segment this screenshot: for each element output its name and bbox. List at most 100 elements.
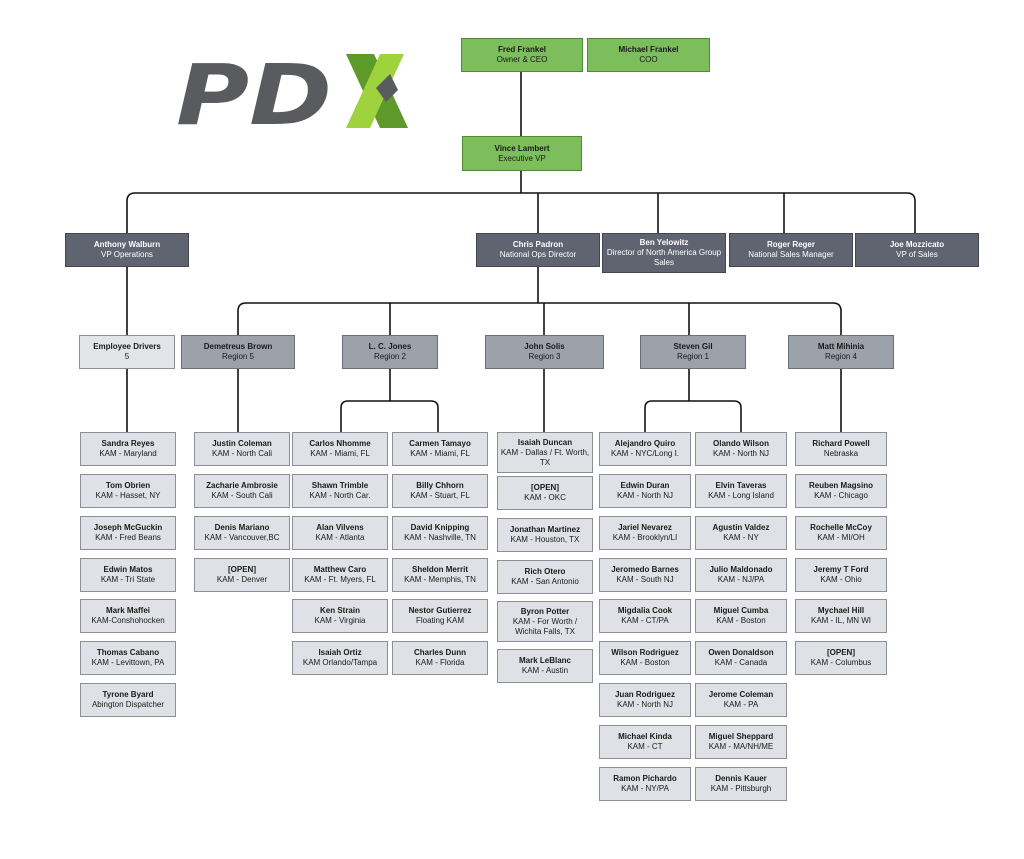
staff-name: Jeromedo Barnes [611,565,679,574]
employee-drivers-count: 5 [124,352,130,361]
staff-title: KAM - Fred Beans [95,533,161,542]
staff-card-region3-2: [OPEN]KAM - OKC [497,476,593,510]
staff-name: [OPEN] [531,483,559,492]
staff-name: Michael Kinda [618,732,672,741]
staff-title: KAM - CT/PA [621,616,669,625]
vp-reger-title: National Sales Manager [748,250,834,259]
staff-title: KAM - Florida [415,658,465,667]
staff-name: Rochelle McCoy [810,523,872,532]
region3-box: John Solis Region 3 [485,335,604,369]
vp-yelowitz-name: Ben Yelowitz [639,238,689,247]
staff-title: KAM - MA/NH/ME [708,742,774,751]
staff-name: Charles Dunn [413,648,466,657]
staff-name: Byron Potter [520,606,570,616]
staff-name: Edwin Matos [103,565,153,574]
staff-name: Jeremy T Ford [813,565,869,574]
vp-walburn-name: Anthony Walburn [93,240,161,249]
staff-title: KAM - North NJ [712,449,769,458]
vp-padron-box: Chris Padron National Ops Director [476,233,600,267]
pdx-x-gray-part [376,74,398,102]
staff-name: Denis Mariano [214,523,270,532]
staff-name: Alejandro Quiro [614,439,676,448]
vp-yelowitz-title: Director of North America Group Sales [606,248,722,267]
staff-name: Juan Rodriguez [614,690,675,699]
employee-drivers-name: Employee Drivers [93,342,161,351]
staff-title: KAM - North NJ [616,700,673,709]
staff-title: KAM - North NJ [616,491,673,500]
employee-drivers-box: Employee Drivers 5 [79,335,175,369]
staff-name: Wilson Rodriguez [611,648,679,657]
staff-name: Mark LeBlanc [518,656,572,665]
staff-name: Dennis Kauer [715,774,767,783]
staff-title: Abington Dispatcher [91,700,165,709]
staff-name: Jerome Coleman [708,690,774,699]
staff-title: KAM - Miami, FL [310,449,370,458]
region3-manager: John Solis [524,342,565,351]
ceo-name: Fred Frankel [497,45,546,54]
staff-name: Mark Maffei [105,606,150,615]
staff-title: KAM - Austin [521,666,569,675]
region2-manager: L. C. Jones [368,342,412,351]
staff-title: KAM - Virginia [314,616,366,625]
staff-title: KAM - NYC/Long I. [610,449,680,458]
staff-title: KAM - South NJ [616,575,674,584]
staff-name: Thomas Cabano [96,648,160,657]
staff-title: KAM - Memphis, TN [404,575,476,584]
staff-title: KAM - OKC [524,493,566,502]
vp-mozzicato-box: Joe Mozzicato VP of Sales [855,233,979,267]
ceo-title: Owner & CEO [496,55,548,64]
region1-label: Region 1 [676,352,710,361]
pdx-x-light-stroke [346,54,404,128]
staff-title: KAM - Dallas / Ft. Worth, TX [500,447,590,467]
coo-box: Michael Frankel COO [587,38,710,72]
staff-title: KAM - Brooklyn/LI [612,533,678,542]
staff-name: [OPEN] [827,648,855,657]
staff-title: KAM-Conshohocken [91,616,165,625]
region5-box: Demetreus Brown Region 5 [181,335,295,369]
staff-title: KAM - Ohio [820,575,862,584]
staff-name: Zacharie Ambrosie [206,481,278,490]
staff-name: Nestor Gutierrez [408,606,472,615]
region1-manager: Steven Gil [673,342,713,351]
staff-title: Floating KAM [415,616,465,625]
staff-title: KAM - Levittown, PA [91,658,165,667]
staff-name: Olando Wilson [713,439,769,448]
staff-name: Richard Powell [812,439,870,448]
staff-title: KAM - Ft. Myers, FL [304,575,376,584]
staff-title: KAM - Atlanta [315,533,365,542]
staff-name: Ken Strain [319,606,360,615]
staff-title: KAM - Canada [714,658,768,667]
staff-name: [OPEN] [228,565,256,574]
staff-title: KAM - Pittsburgh [710,784,772,793]
staff-title: KAM - Vancouver,BC [204,533,280,542]
region4-label: Region 4 [824,352,858,361]
staff-title: KAM - Houston, TX [510,535,580,544]
